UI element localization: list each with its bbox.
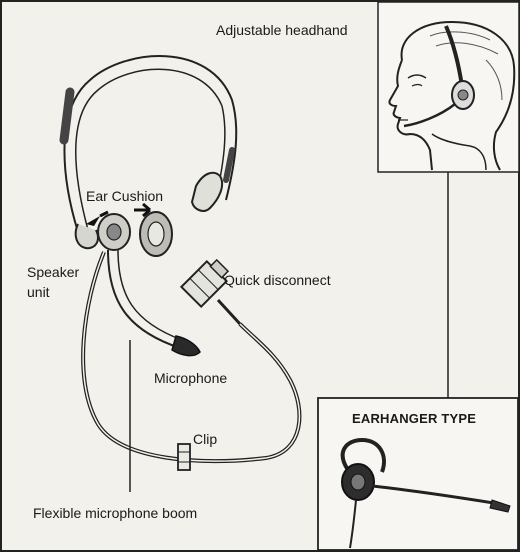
arrow-left-icon: [86, 216, 100, 226]
mic-boom-inner: [118, 250, 182, 340]
label-flexible-microphone-boom: Flexible microphone boom: [33, 505, 197, 522]
right-ear-pad: [192, 173, 222, 211]
headband-pad-left: [64, 92, 70, 140]
label-speaker-unit-line1: Speaker: [27, 264, 79, 281]
clip: [178, 444, 190, 470]
label-clip: Clip: [193, 431, 217, 448]
label-adjustable-headband: Adjustable headhand: [216, 22, 348, 39]
microphone-tip: [172, 336, 200, 356]
label-quick-disconnect: Quick disconnect: [224, 272, 331, 289]
label-earhanger-type: EARHANGER TYPE: [352, 410, 476, 427]
speaker-holder: [76, 224, 98, 248]
label-microphone: Microphone: [154, 370, 227, 387]
label-ear-cushion: Ear Cushion: [86, 188, 163, 205]
label-speaker-unit-line2: unit: [27, 284, 50, 301]
head-illustration-inset: [378, 2, 519, 172]
